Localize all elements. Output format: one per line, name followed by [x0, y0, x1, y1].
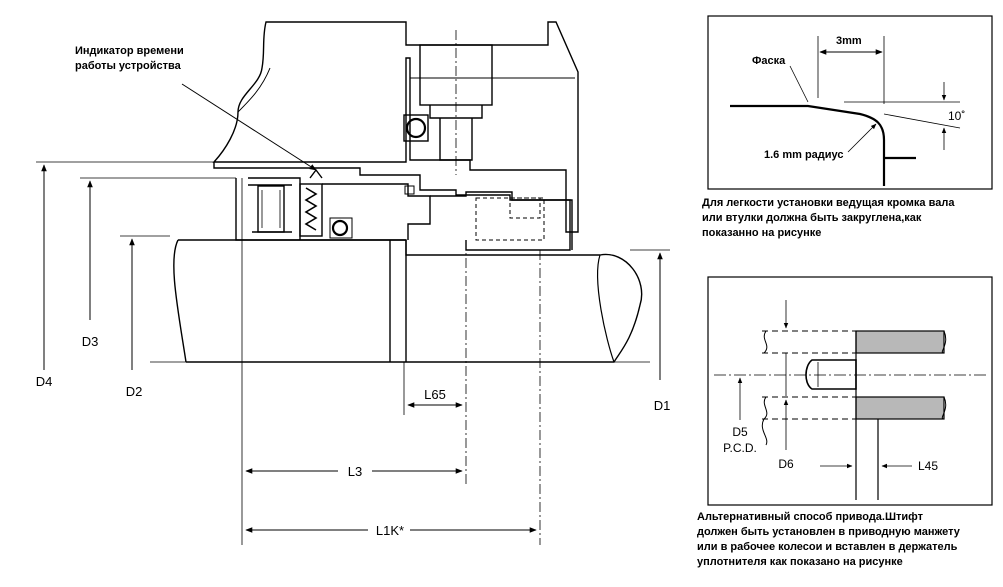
dim-d4: D4: [36, 374, 53, 389]
radius-leader: [847, 123, 877, 153]
drive-d5-label: D5: [732, 425, 748, 439]
shaft-end-left: [173, 239, 187, 363]
shaft-end-right: [597, 254, 615, 363]
drive-frame: [707, 276, 993, 506]
housing-break-line: [237, 67, 271, 113]
dim-l1k: L1K*: [376, 523, 404, 538]
indicator-leader: [181, 83, 317, 171]
drive-d6-label: D6: [778, 457, 794, 471]
length-dimensions: [245, 402, 537, 533]
drive-caption: Альтернативный способ привода.Штифт долж…: [697, 511, 960, 568]
housing-o-ring: [405, 117, 427, 139]
dim-d3: D3: [82, 334, 99, 349]
dim-l3: L3: [348, 464, 362, 479]
chamfer-radius-label: 1.6 mm радиус: [764, 149, 844, 161]
dim-d2: D2: [126, 384, 143, 399]
seal-o-ring: [331, 219, 349, 237]
angle-line: [883, 113, 961, 129]
spring: [304, 187, 318, 231]
dim-l65: L65: [424, 387, 446, 402]
set-screw: [475, 197, 545, 241]
chamfer-caption: Для легкости установки ведущая кромка ва…: [702, 197, 955, 239]
shaft-left: [178, 239, 643, 363]
indicator-notch: [309, 168, 323, 179]
detail-drive-panel: [707, 276, 993, 506]
drive-pin: [805, 359, 857, 390]
detail-chamfer-panel: [707, 15, 993, 190]
chamfer-label-leader: [789, 65, 809, 103]
chamfer-width-label: 3mm: [836, 35, 862, 47]
drive-pcd-label: P.C.D.: [723, 441, 757, 455]
drive-collar: [430, 191, 571, 251]
seal-body: [235, 177, 406, 241]
seal-ring: [257, 185, 285, 233]
chamfer-label: Фаска: [752, 55, 786, 67]
diameter-dimensions: [41, 164, 663, 380]
dim-d1: D1: [654, 398, 671, 413]
indicator-callout-label: Индикатор времени работы устройства: [75, 45, 184, 72]
drive-l45-label: L45: [918, 459, 938, 473]
gland-plate: [213, 162, 573, 250]
drive-collar-bottom: [855, 396, 945, 420]
chamfer-frame: [707, 15, 993, 190]
stud-shank: [429, 105, 483, 161]
chamfer-profile: [730, 104, 886, 186]
main-section-view: [36, 21, 670, 545]
housing-groove: [403, 114, 429, 142]
drive-collar-top: [855, 330, 945, 354]
chamfer-angle-label: 10˚: [948, 109, 965, 123]
